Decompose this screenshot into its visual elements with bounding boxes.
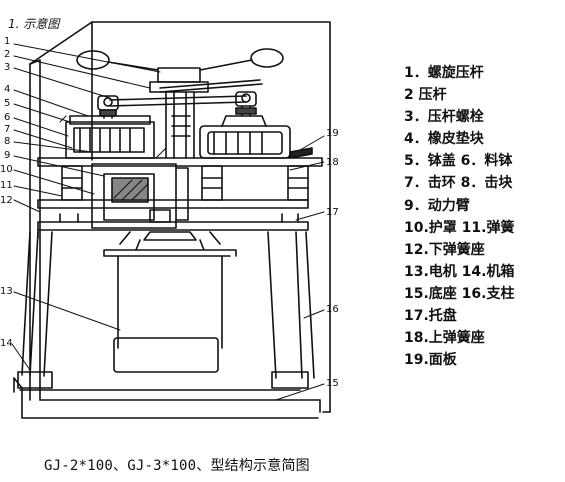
part-number-14: 14 xyxy=(0,338,13,349)
power-arm xyxy=(91,163,189,229)
legend-item: 13.电机 14.机箱 xyxy=(404,263,515,280)
right-bowl xyxy=(199,115,291,159)
legend-item: 15.底座 16.支柱 xyxy=(404,285,515,302)
part-number-3: 3 xyxy=(4,62,10,73)
motor xyxy=(103,231,237,373)
legend-item: 5．钵盖 6．料钵 xyxy=(404,153,513,170)
press-rod-assembly xyxy=(76,48,284,159)
legend-item: 12.下弹簧座 xyxy=(404,241,485,258)
part-number-4: 4 xyxy=(4,84,10,95)
part-number-2: 2 xyxy=(4,49,10,60)
face-plate xyxy=(289,147,313,159)
part-number-9: 9 xyxy=(4,150,10,161)
legend-item: 10.护罩 11.弹簧 xyxy=(404,219,515,236)
legend-item: 1．螺旋压杆 xyxy=(404,65,484,81)
diagram-title: 1. 示意图 xyxy=(8,17,61,31)
pillars xyxy=(21,231,315,379)
part-number-12: 12 xyxy=(0,195,13,206)
part-number-7: 7 xyxy=(4,124,10,135)
part-number-1: 1 xyxy=(4,36,10,47)
left-bowl xyxy=(65,115,155,159)
hatching xyxy=(59,115,167,201)
part-number-11: 11 xyxy=(0,180,13,191)
legend-item: 19.面板 xyxy=(404,352,457,369)
part-number-18: 18 xyxy=(326,157,339,168)
legend-item: 3．压杆螺栓 xyxy=(404,109,484,126)
part-number-6: 6 xyxy=(4,112,10,123)
legend-item: 18.上弹簧座 xyxy=(404,330,485,347)
legend-item: 2 压杆 xyxy=(404,87,447,104)
part-number-5: 5 xyxy=(4,98,10,109)
part-number-13: 13 xyxy=(0,286,13,297)
legend-item: 7．击环 8．击块 xyxy=(404,175,513,192)
part-number-19: 19 xyxy=(326,128,339,139)
figure-caption: GJ-2*100、GJ-3*100、型结构示意简图 xyxy=(44,458,310,474)
pillar-feet xyxy=(17,371,309,389)
part-number-8: 8 xyxy=(4,136,10,147)
springs xyxy=(61,165,309,201)
cabinet-frame xyxy=(29,21,331,413)
parts-legend: 1．螺旋压杆 2 压杆 3．压杆螺栓 4．橡皮垫块 5．钵盖 6．料钵 7．击环… xyxy=(404,62,564,371)
legend-item: 9．动力臂 xyxy=(404,197,470,214)
legend-item: 4．橡皮垫块 xyxy=(404,131,484,148)
leader-lines xyxy=(11,43,325,401)
part-number-10: 10 xyxy=(0,164,13,175)
part-number-17: 17 xyxy=(326,207,339,218)
part-number-15: 15 xyxy=(326,378,339,389)
part-number-16: 16 xyxy=(326,304,339,315)
legend-item: 17.托盘 xyxy=(404,308,457,325)
